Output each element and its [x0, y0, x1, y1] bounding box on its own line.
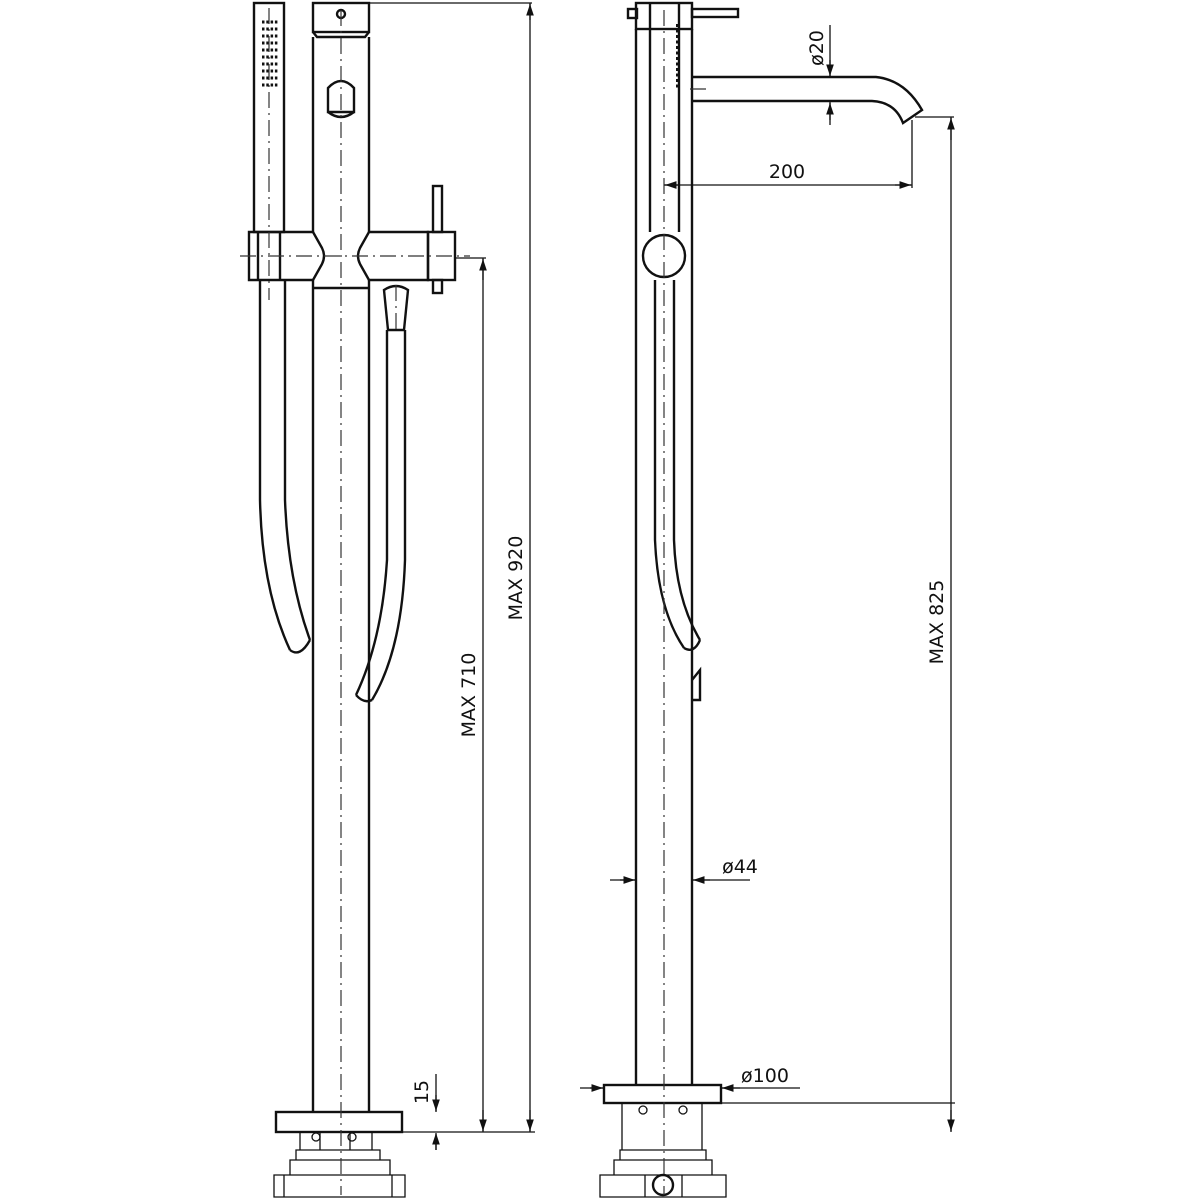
- base-thickness-label: 15: [411, 1080, 433, 1104]
- lever: [690, 7, 740, 19]
- spout-diameter-label: ø20: [806, 30, 828, 66]
- hose: [653, 280, 702, 651]
- side-dimensions: ø20 200 MAX 825 ø44 ø100: [580, 25, 955, 1132]
- front-view: [240, 1, 470, 1198]
- lever: [431, 184, 444, 234]
- mounting-kit: [599, 1103, 727, 1198]
- hose-right: [354, 284, 410, 703]
- column: [634, 3, 694, 1085]
- base-plate: [274, 1110, 404, 1134]
- spout-projection-label: 200: [769, 161, 805, 183]
- base-diameter-label: ø100: [741, 1065, 789, 1087]
- mounting-kit: [273, 1132, 406, 1198]
- spout: [692, 75, 924, 125]
- column-diameter-label: ø44: [722, 856, 758, 878]
- hose-left: [258, 280, 312, 651]
- spout-height-label: MAX 825: [926, 580, 948, 665]
- column: [311, 37, 371, 1112]
- front-dimensions: MAX 920 MAX 710 15: [369, 2, 535, 1150]
- max-height-label: MAX 920: [505, 536, 527, 621]
- base-plate: [602, 1083, 723, 1105]
- shower-holder: [247, 230, 326, 282]
- outlet-height-label: MAX 710: [458, 653, 480, 738]
- side-view: [599, 1, 924, 1198]
- diverter-body: [356, 230, 430, 282]
